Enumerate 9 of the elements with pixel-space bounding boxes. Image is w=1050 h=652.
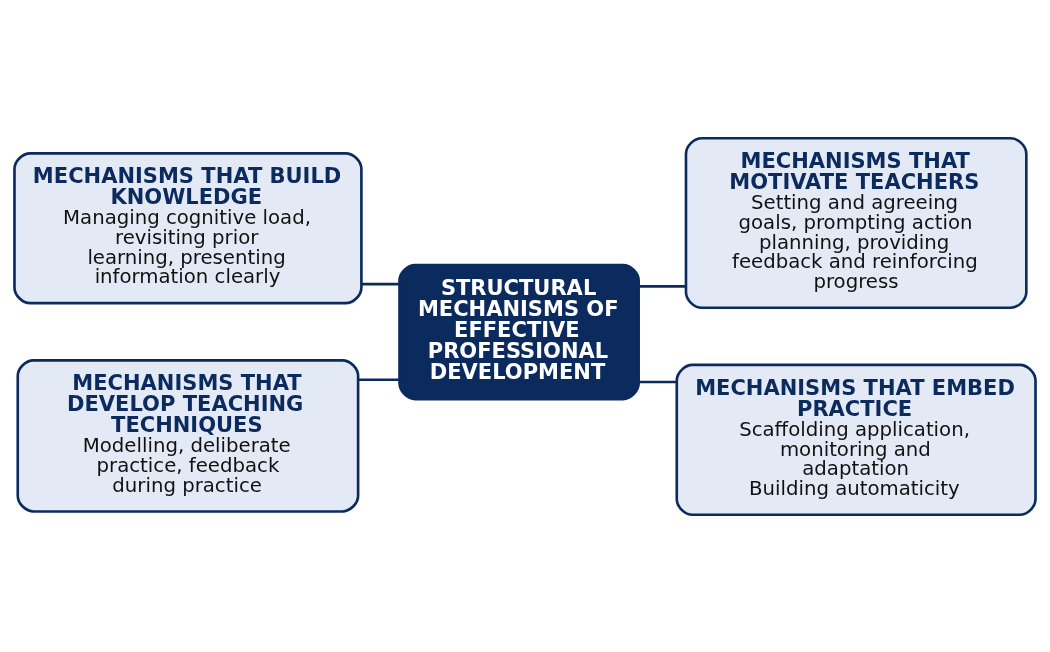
connector xyxy=(361,282,400,285)
node-box: MECHANISMS THAT MOTIVATE TEACHERS Setting and agreeing goals, prompting action planning, providing feedback and reinforcing progress xyxy=(684,136,1028,309)
node-box: MECHANISMS THAT BUILD KNOWLEDGE Managing cognitive load, revisiting prior learning, presenting information clearly xyxy=(13,151,363,304)
connector xyxy=(638,380,677,383)
connector xyxy=(358,377,400,381)
node-box: STRUCTURAL MECHANISMS OF EFFECTIVE PROFESSIONAL DEVELOPMENT xyxy=(398,263,640,400)
node-box: MECHANISMS THAT DEVELOP TEACHING TECHNIQUES Modelling, deliberate practice, feedback during practice xyxy=(16,358,360,513)
node-box: MECHANISMS THAT EMBED PRACTICE Scaffolding application, monitoring and adaptation Building automaticity xyxy=(675,363,1037,516)
connector xyxy=(638,284,686,288)
